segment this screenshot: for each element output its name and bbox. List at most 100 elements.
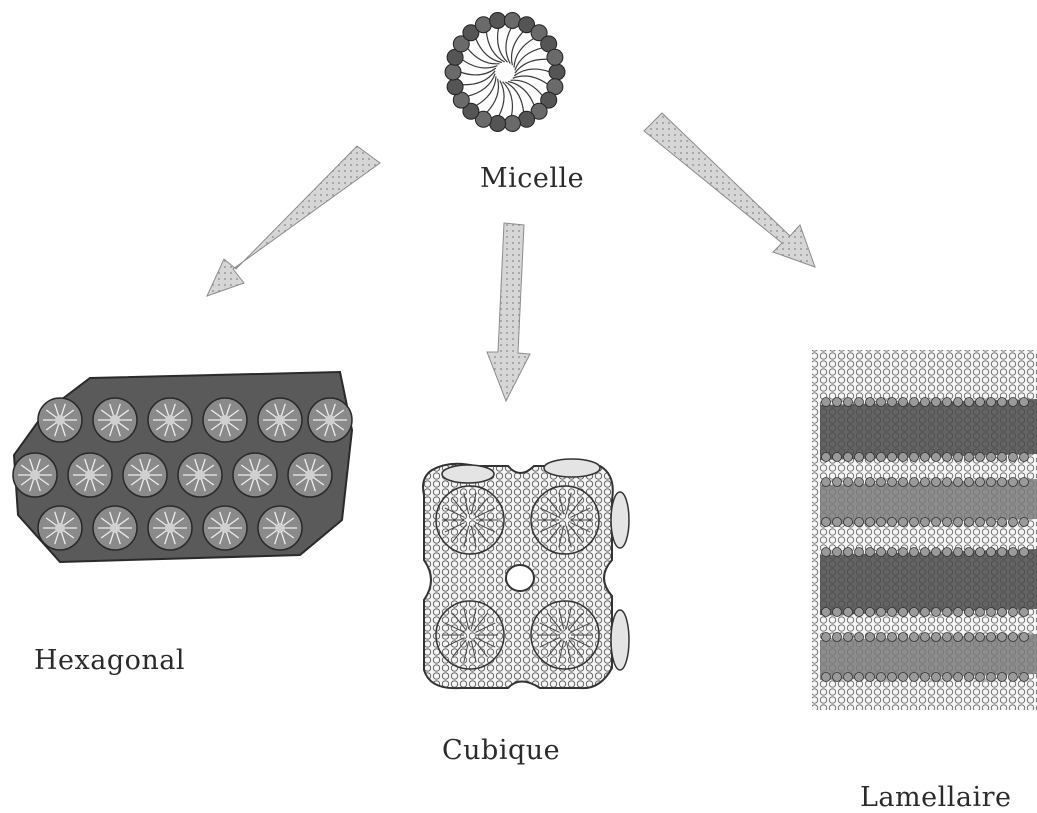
lamellar-head — [866, 478, 875, 487]
lamellar-head — [844, 478, 853, 487]
lamellar-head — [888, 398, 897, 407]
lamellar-head — [921, 453, 930, 462]
lamellar-head — [965, 478, 974, 487]
micelle-label: Micelle — [480, 163, 584, 194]
lamellar-head — [888, 673, 897, 682]
lamellar-head — [866, 518, 875, 527]
arrows-group — [207, 113, 815, 401]
arrow-to-lamellar — [644, 113, 815, 267]
lamellar-head — [822, 633, 831, 642]
hexagonal-phase — [13, 372, 352, 562]
lamellar-head — [855, 478, 864, 487]
lamellar-head — [866, 398, 875, 407]
lamellar-head — [1009, 633, 1018, 642]
hexagonal-cylinder-core — [55, 415, 65, 425]
hexagonal-cylinder-core — [275, 523, 285, 533]
lamellar-head — [866, 453, 875, 462]
lamellar-head — [954, 673, 963, 682]
lamellar-head — [844, 453, 853, 462]
micelle-tail — [514, 69, 550, 76]
lamellar-head — [822, 548, 831, 557]
lamellar-head — [987, 673, 996, 682]
lamellar-head — [888, 453, 897, 462]
lamellar-head — [1009, 518, 1018, 527]
hexagonal-cylinder-core — [110, 415, 120, 425]
lamellar-head — [998, 673, 1007, 682]
cubic-cylinder — [442, 465, 494, 483]
lamellar-head — [987, 398, 996, 407]
hexagonal-cylinder-core — [165, 523, 175, 533]
lamellar-head — [910, 633, 919, 642]
lamellar-head — [844, 398, 853, 407]
lamellar-head — [932, 633, 941, 642]
micelle-tail — [460, 68, 496, 75]
lamellar-head — [1020, 398, 1029, 407]
lamellar-head — [998, 478, 1007, 487]
lamellar-head — [899, 548, 908, 557]
lamellar-head — [1009, 478, 1018, 487]
cubic-cylinder — [544, 459, 600, 477]
lamellar-head — [877, 608, 886, 617]
lamellar-head — [888, 633, 897, 642]
cubic-cylinder — [611, 492, 629, 548]
lamellar-head — [998, 548, 1007, 557]
lamellar-head — [1020, 673, 1029, 682]
lamellar-head — [866, 633, 875, 642]
lamellar-head — [921, 673, 930, 682]
micelle-head — [519, 111, 535, 127]
lamellar-head — [987, 608, 996, 617]
micelle-tail — [467, 48, 499, 64]
lamellar-head — [921, 478, 930, 487]
micelle-head — [547, 49, 563, 65]
micelle-head — [490, 116, 506, 132]
cubic-phase — [423, 459, 629, 688]
lamellar-head — [877, 478, 886, 487]
lamellar-label: Lamellaire — [860, 782, 1012, 813]
cubic-pore — [506, 565, 534, 591]
lamellar-head — [888, 478, 897, 487]
lamellar-head — [888, 518, 897, 527]
lamellar-head — [844, 518, 853, 527]
lamellar-head — [910, 673, 919, 682]
hexagonal-cylinder-core — [55, 523, 65, 533]
lamellar-head — [987, 453, 996, 462]
hexagonal-label: Hexagonal — [34, 645, 185, 676]
lamellar-head — [1020, 608, 1029, 617]
lamellar-head — [855, 608, 864, 617]
lamellar-head — [954, 453, 963, 462]
lamellar-head — [998, 453, 1007, 462]
lamellar-head — [888, 548, 897, 557]
lamellar-head — [833, 398, 842, 407]
lamellar-head — [976, 673, 985, 682]
lamellar-head — [1020, 518, 1029, 527]
lamellar-head — [932, 453, 941, 462]
lamellar-head — [943, 398, 952, 407]
lamellar-head — [833, 608, 842, 617]
micelle-head — [490, 13, 506, 29]
lamellar-head — [976, 453, 985, 462]
micelle-tail — [506, 28, 511, 64]
lamellar-head — [976, 518, 985, 527]
lamellar-head — [965, 398, 974, 407]
lamellar-head — [976, 608, 985, 617]
lamellar-head — [844, 633, 853, 642]
lamellar-head — [833, 478, 842, 487]
lamellar-head — [932, 478, 941, 487]
arrow-to-hexagonal — [207, 146, 380, 296]
lamellar-head — [943, 633, 952, 642]
micelle-head — [504, 116, 520, 132]
lamellar-head — [833, 548, 842, 557]
lamellar-head — [822, 478, 831, 487]
lamellar-head — [1009, 398, 1018, 407]
lamellar-head — [1020, 633, 1029, 642]
micelle-head — [475, 17, 491, 33]
lamellar-head — [987, 478, 996, 487]
lamellar-head — [833, 453, 842, 462]
lamellar-head — [1009, 453, 1018, 462]
lamellar-head — [910, 478, 919, 487]
lamellar-head — [822, 518, 831, 527]
cubic-label: Cubique — [442, 735, 560, 766]
lamellar-head — [899, 518, 908, 527]
lamellar-head — [932, 518, 941, 527]
